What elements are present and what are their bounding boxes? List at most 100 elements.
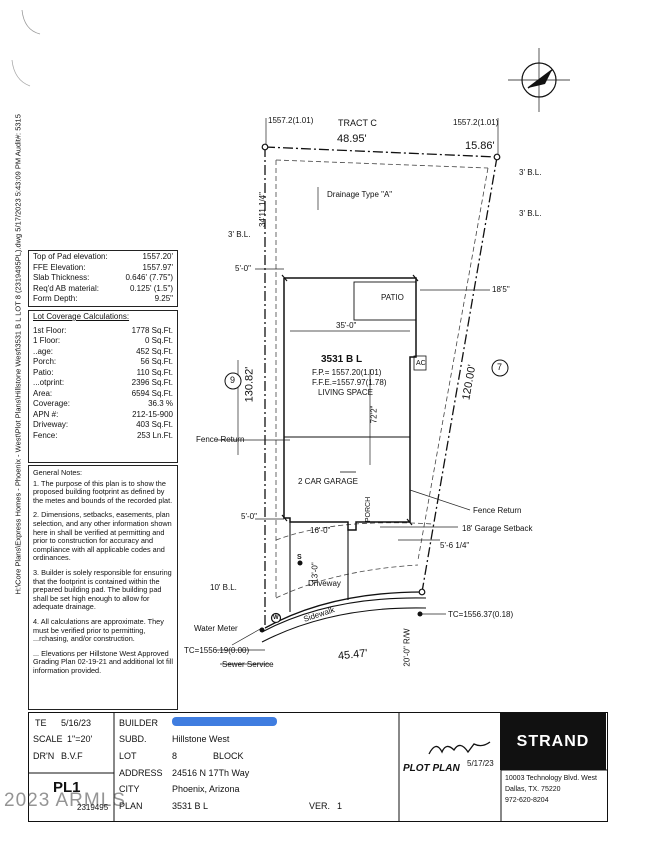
block-label: BLOCK <box>213 751 244 761</box>
ver-value: 1 <box>337 801 343 811</box>
water-meter-label: Water Meter <box>194 624 238 633</box>
dim-left: 130.82' <box>243 366 256 403</box>
city-value: Phoenix, Arizona <box>172 784 240 794</box>
builder-label: BUILDER <box>119 718 159 728</box>
lot-label: LOT <box>119 751 137 761</box>
tc-marker-icon <box>259 627 265 633</box>
dim-5-0-top: 5'-0" <box>235 264 251 273</box>
scale-label: SCALE <box>33 734 63 744</box>
coverage-row: 1 Floor:0 Sq.Ft. <box>33 336 173 345</box>
lot-value: 8 <box>172 751 178 761</box>
dim-35-0: 35'-0" <box>336 321 357 330</box>
coverage-row: Patio:110 Sq.Ft. <box>33 367 173 377</box>
company-address-2: Dallas, TX. 75220 <box>505 786 561 793</box>
tc-right-label: TC=1556.37(0.18) <box>448 610 514 619</box>
dim-top: 48.95' <box>337 133 367 145</box>
ver-label: VER. <box>309 801 331 811</box>
address-value: 24516 N 17Th Way <box>172 768 250 778</box>
signature-mark <box>428 741 491 755</box>
title-block: TE 5/16/23 SCALE 1"=20' DR'N B.V.F PL1 2… <box>28 712 608 822</box>
sidewalk-curve <box>261 597 427 643</box>
dim-3411: 34'11 1/4" <box>257 192 267 227</box>
plan-value: 3531 B L <box>172 801 209 811</box>
pad-row: Form Depth:9.25" <box>33 294 173 303</box>
elev-top-right: 1557.2(1.01) <box>453 118 499 127</box>
water-meter-icon <box>270 612 282 624</box>
coverage-row: 1st Floor:1778 Sq.Ft. <box>33 325 173 335</box>
bl-10: 10' B.L. <box>210 583 237 592</box>
coverage-row: Area:6594 Sq.Ft. <box>33 388 173 398</box>
pad-row: Req'd AB material:0.125' (1.5") <box>33 283 173 293</box>
lot-7-label: 7 <box>497 362 503 372</box>
dim-45-47: 45.47' <box>337 647 369 663</box>
company-logo: STRAND <box>500 713 606 770</box>
ac-label: AC <box>416 360 426 367</box>
pad-elevation-panel: Top of Pad elevation:1557.20' FFE Elevat… <box>28 250 178 307</box>
fence-return-right: Fence Return <box>473 506 522 515</box>
coverage-row: Driveway:403 Sq.Ft. <box>33 420 173 429</box>
dim-18-5: 18'5" <box>492 285 510 294</box>
porch-label: PORCH <box>365 496 373 523</box>
general-notes-panel: General Notes: 1. The purpose of this pl… <box>28 465 178 710</box>
date-value: 5/16/23 <box>61 718 92 728</box>
coverage-row: Coverage:36.3 % <box>33 399 173 408</box>
bl-3-right: 3' B.L. <box>519 209 542 218</box>
elev-top-left: 1557.2(1.01) <box>268 116 314 125</box>
note-item: ... Elevations per Hillstone West Approv… <box>33 648 173 675</box>
dim-16-0: 16'-0" <box>310 526 331 535</box>
pad-row: Top of Pad elevation:1557.20' <box>33 252 173 261</box>
garage-label: 2 CAR GARAGE <box>298 477 359 486</box>
order-number: 2319495 <box>77 803 109 812</box>
right-of-way-label: 20'-0" R/W <box>402 628 412 667</box>
subd-label: SUBD. <box>119 734 147 744</box>
scale-value: 1"=20' <box>67 734 93 744</box>
dim-72-2: 72'2" <box>369 405 379 424</box>
lot-7-circle <box>491 359 509 377</box>
north-arrow-icon <box>508 48 570 112</box>
armls-watermark: 2023 ARMLS <box>4 790 126 811</box>
coverage-row: Porch:56 Sq.Ft. <box>33 357 173 366</box>
coverage-title: Lot Coverage Calculations: <box>33 312 130 321</box>
date-label: TE <box>35 718 47 728</box>
garage-setback-label: 18' Garage Setback <box>462 524 533 533</box>
fence-return-left: Fence Return <box>196 435 245 444</box>
address-label: ADDRESS <box>119 768 163 778</box>
scan-crease-mark <box>11 59 31 87</box>
fp-label: F.P.= 1557.20(1.01) <box>312 368 382 377</box>
tc-left-label: TC=1556.19(0.00) <box>184 646 250 655</box>
house-footprint <box>283 277 427 531</box>
lot-9-circle <box>224 372 242 390</box>
note-item: 1. The purpose of this plan is to show t… <box>33 478 173 505</box>
subd-value: Hillstone West <box>172 734 230 744</box>
bl-3-left: 3' B.L. <box>228 230 251 239</box>
builder-redacted <box>172 717 277 726</box>
plan-label: PLAN <box>119 801 143 811</box>
dim-5-6: 5'-6 1/4" <box>440 541 470 550</box>
sewer-mark: S <box>297 554 302 561</box>
scan-crease-mark <box>21 9 41 35</box>
driveway-lines <box>289 522 349 612</box>
sewer-service-label: Sewer Service <box>222 660 274 669</box>
lot-9-label: 9 <box>230 375 236 385</box>
coverage-row: APN #:212-15-900 <box>33 409 173 419</box>
corner-markers <box>261 143 501 596</box>
tc-marker-icon <box>417 611 423 617</box>
drn-label: DR'N <box>33 751 55 761</box>
note-item: 4. All calculations are approximate. The… <box>33 616 164 644</box>
drn-value: B.V.F <box>61 751 83 761</box>
company-address-1: 10003 Technology Blvd. West <box>505 775 597 782</box>
notes-title: General Notes: <box>33 468 83 477</box>
dim-5-0-bot: 5'-0" <box>241 512 257 521</box>
signature-date: 5/17/23 <box>467 759 494 768</box>
ffe-label: F.F.E.=1557.97(1.78) <box>312 378 387 387</box>
coverage-row: ...otprint:2396 Sq.Ft. <box>33 378 173 387</box>
tract-label: TRACT C <box>338 118 377 128</box>
city-label: CITY <box>119 784 140 794</box>
coverage-row: Fence:253 Ln.Ft. <box>33 430 173 440</box>
bl-3-right-top: 3' B.L. <box>519 168 542 177</box>
patio-label: PATIO <box>381 293 404 302</box>
dim-top-right: 15.86' <box>465 140 495 152</box>
note-item: 3. Builder is solely responsible for ens… <box>33 567 172 612</box>
coverage-row: ..age:452 Sq.Ft. <box>33 346 173 356</box>
